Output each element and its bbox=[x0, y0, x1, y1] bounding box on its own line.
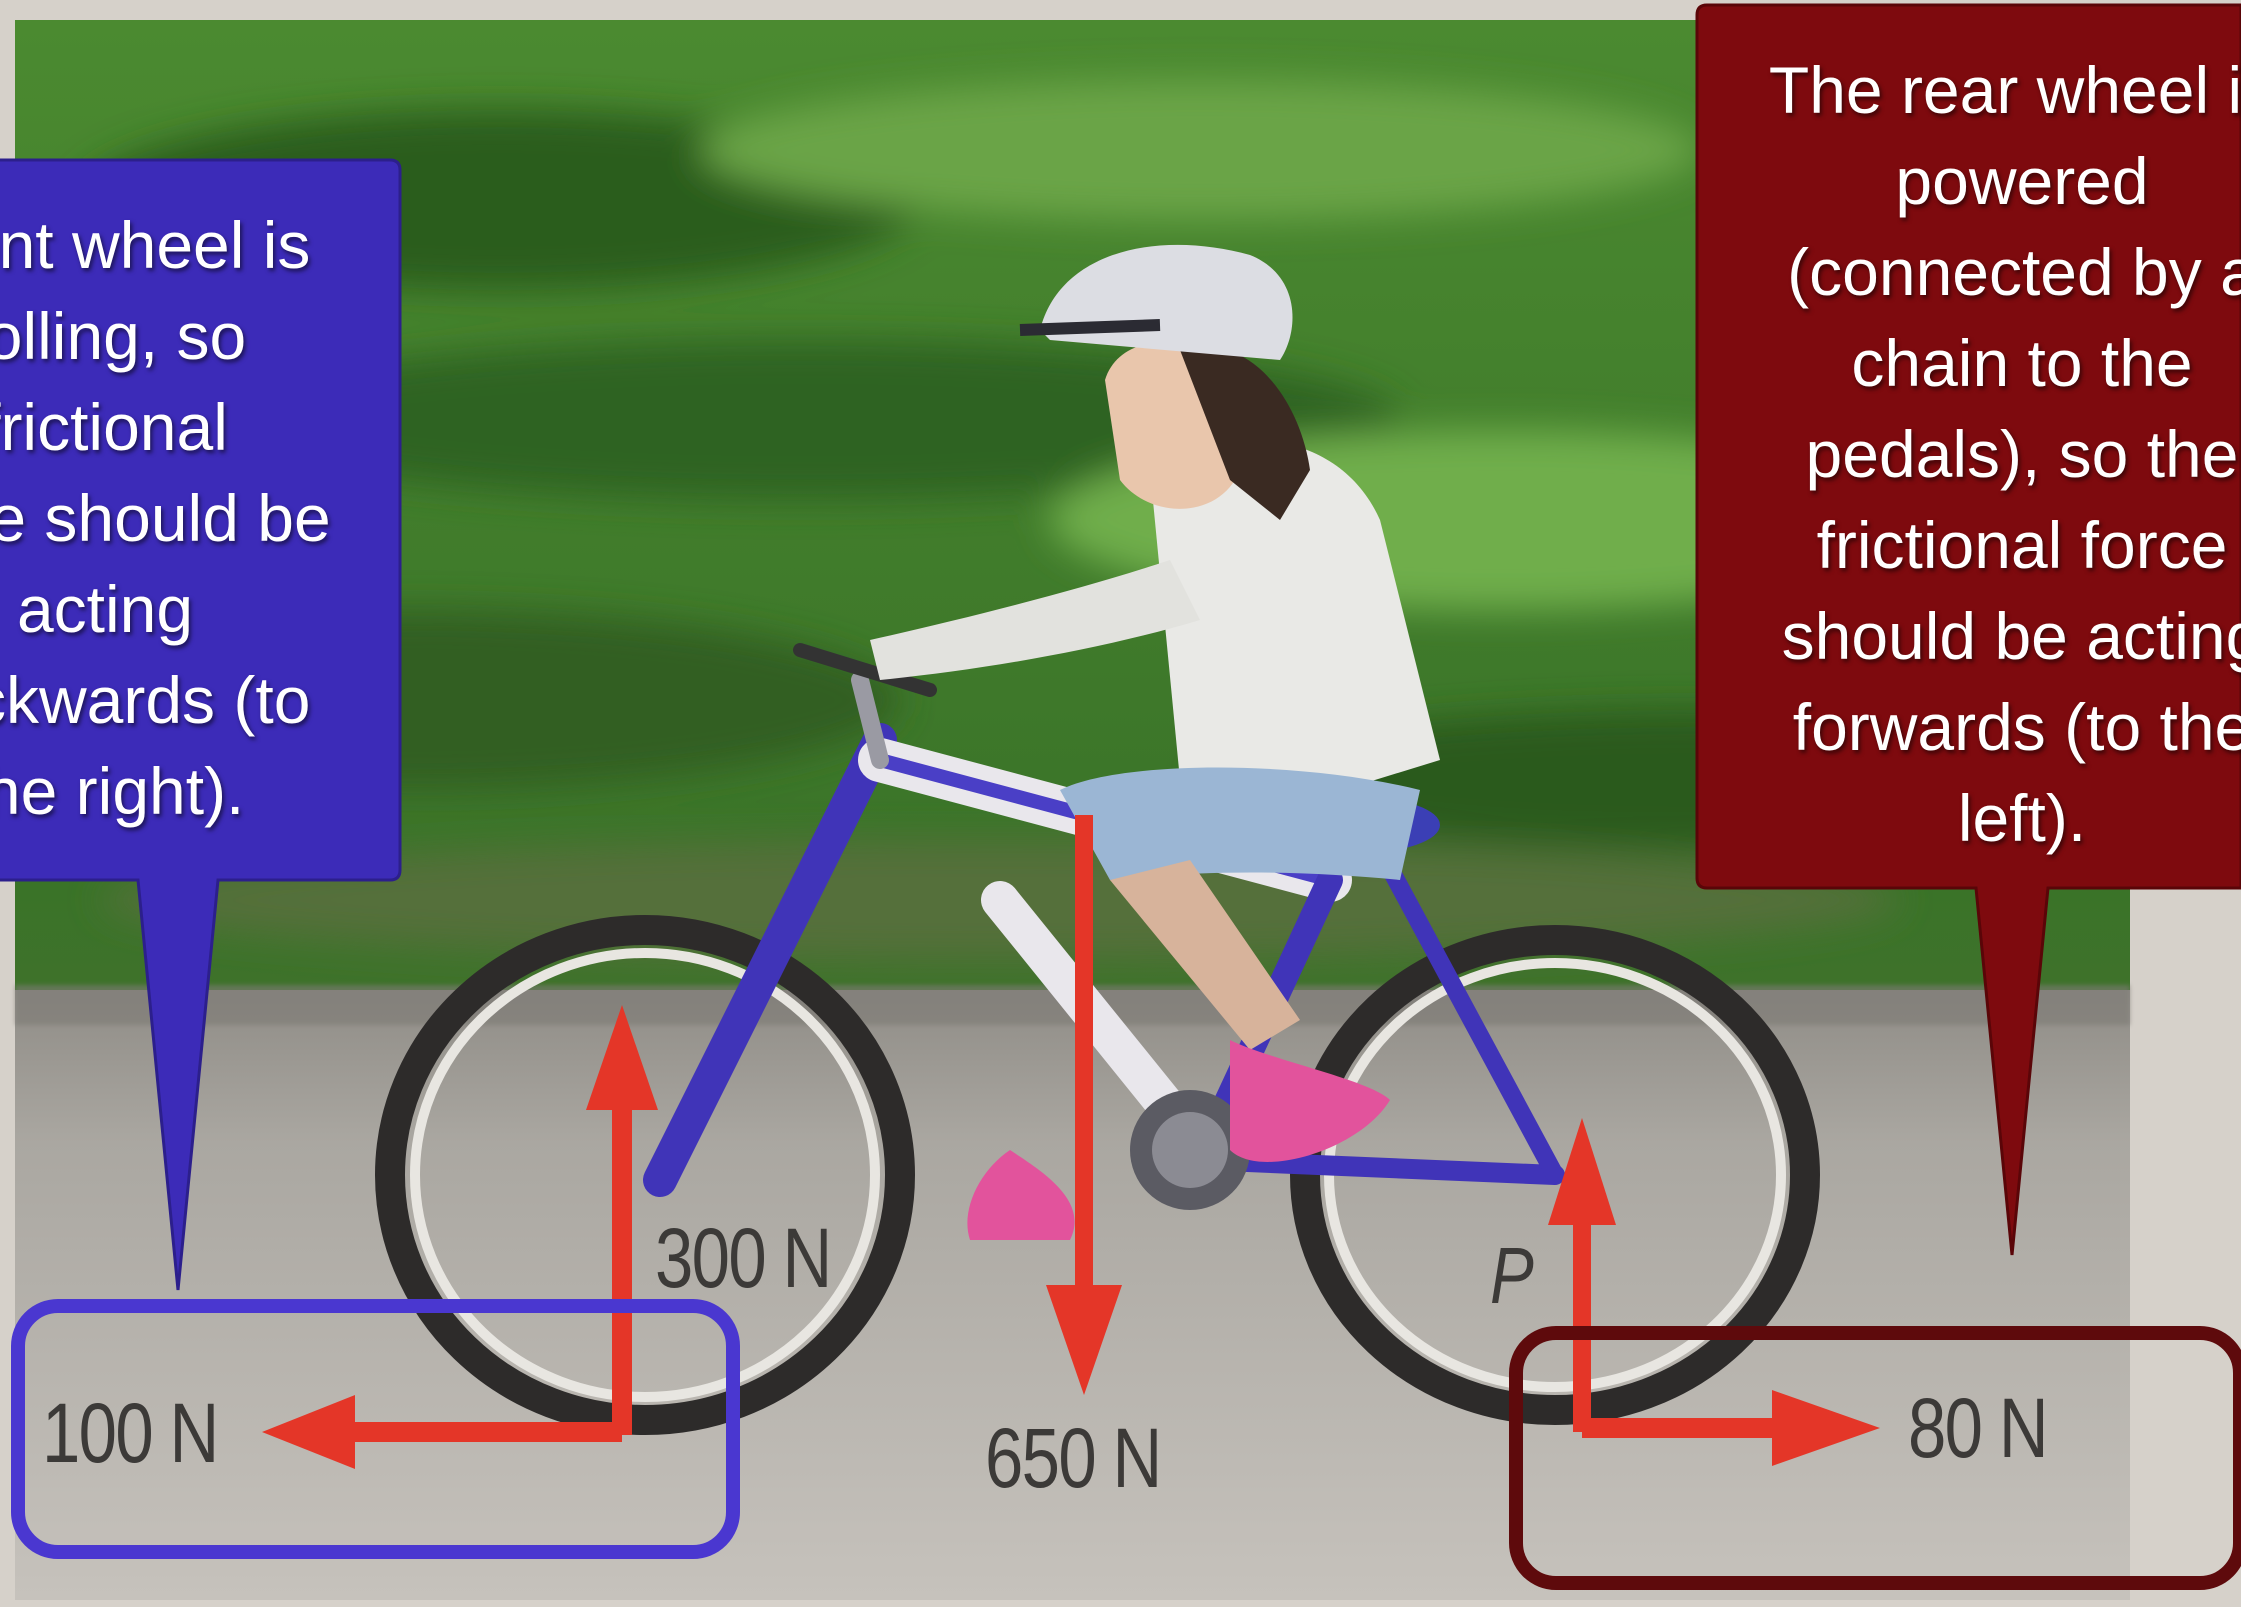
front-horizontal-force-label: 100 N bbox=[42, 1386, 219, 1480]
rider bbox=[870, 244, 1440, 1240]
front-callout-line: acting bbox=[16, 572, 194, 646]
front-callout: Front wheel is rolling, so frictional fo… bbox=[0, 160, 400, 880]
rear-highlight-box bbox=[1509, 1326, 2241, 1590]
rear-callout-bubble bbox=[1695, 3, 2241, 1256]
force-arrows bbox=[262, 815, 1880, 1469]
front-callout-line: backwards (to bbox=[0, 663, 311, 737]
front-callout-line: force should be bbox=[0, 481, 331, 555]
front-callout-line: the right). bbox=[0, 754, 245, 828]
front-wheel bbox=[375, 915, 915, 1435]
rear-callout-line: (connected by a bbox=[1787, 235, 2241, 309]
rear-callout-line: chain to the bbox=[1851, 326, 2193, 400]
rear-callout: The rear wheel is powered (connected by … bbox=[1697, 5, 2241, 890]
rear-callout-line: left). bbox=[1957, 781, 2087, 855]
front-callout-line: Front wheel is bbox=[0, 208, 311, 282]
rear-horizontal-force-label: 80 N bbox=[1908, 1381, 2049, 1475]
rear-callout-line: powered bbox=[1895, 144, 2149, 218]
front-callout-bubble bbox=[0, 158, 402, 1291]
front-vertical-force-label: 300 N bbox=[655, 1211, 832, 1305]
rear-callout-line: pedals), so the bbox=[1805, 417, 2239, 491]
rear-point-label: P bbox=[1490, 1231, 1534, 1320]
front-highlight-box bbox=[11, 1299, 740, 1559]
rear-callout-line: should be acting bbox=[1781, 599, 2241, 673]
rear-callout-line: The rear wheel is bbox=[1768, 53, 2241, 127]
weight-force-label: 650 N bbox=[985, 1411, 1162, 1505]
rear-callout-line: frictional force bbox=[1816, 508, 2228, 582]
front-callout-line: frictional bbox=[0, 390, 228, 464]
rear-callout-line: forwards (to the bbox=[1792, 690, 2241, 764]
front-callout-line: rolling, so bbox=[0, 299, 247, 373]
